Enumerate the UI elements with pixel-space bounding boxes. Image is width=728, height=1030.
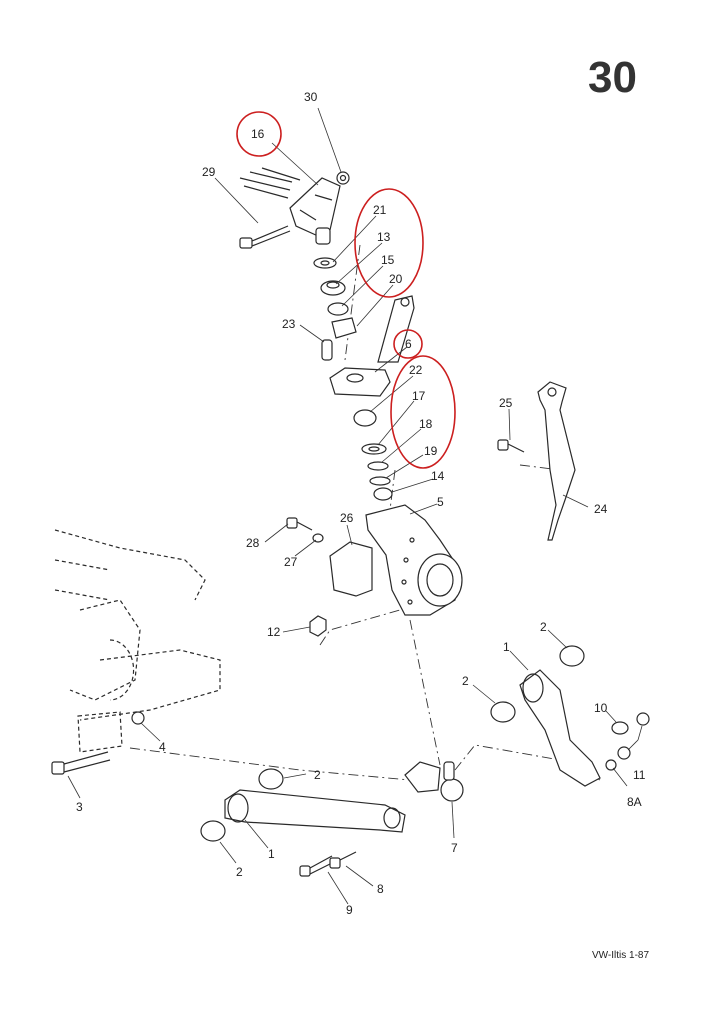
callout-20: 20 xyxy=(389,272,403,286)
callout-1-left: 1 xyxy=(268,847,275,861)
callout-24: 24 xyxy=(594,502,608,516)
lower-arm-right xyxy=(519,669,601,787)
small-parts-10-11-8a xyxy=(605,712,650,771)
callout-25: 25 xyxy=(499,396,513,410)
leader-lines xyxy=(67,107,643,905)
callout-4: 4 xyxy=(159,740,166,754)
footer-code: VW-Iltis 1-87 xyxy=(592,950,649,961)
callout-29: 29 xyxy=(202,165,216,179)
callout-19: 19 xyxy=(424,444,438,458)
steering-arm-20 xyxy=(377,295,415,363)
page-number: 30 xyxy=(588,53,637,102)
callout-28: 28 xyxy=(246,536,260,550)
steering-knuckle-5 xyxy=(365,504,463,616)
highlight-circle-6 xyxy=(393,329,423,359)
callout-11: 11 xyxy=(633,768,646,782)
callout-7: 7 xyxy=(451,841,458,855)
callout-1-right: 1 xyxy=(503,640,510,654)
screw-28 xyxy=(286,517,313,531)
tie-rod-24 xyxy=(537,381,576,541)
red-highlights xyxy=(236,111,456,469)
screw-23 xyxy=(321,339,333,361)
upper-bracket xyxy=(239,167,341,245)
callout-2-bottom: 2 xyxy=(236,865,243,879)
bushings-2 xyxy=(200,645,585,842)
nut-12 xyxy=(309,615,327,637)
lower-arm-left xyxy=(224,789,406,833)
callout-6: 6 xyxy=(405,337,412,351)
callout-8a: 8A xyxy=(627,795,642,809)
callout-13: 13 xyxy=(377,230,391,244)
highlight-group-21-13-15-20 xyxy=(354,188,424,298)
nut-30 xyxy=(336,171,350,185)
callout-18: 18 xyxy=(419,417,433,431)
callout-labels: 30 16 29 21 13 15 20 23 6 22 17 18 19 14… xyxy=(76,90,646,917)
bolt-3 xyxy=(51,751,111,775)
callout-23: 23 xyxy=(282,317,296,331)
callout-2-lower: 2 xyxy=(314,768,321,782)
callout-2-mid: 2 xyxy=(462,674,469,688)
washer-stack-lower xyxy=(353,409,393,501)
callout-16: 16 xyxy=(251,127,265,141)
callout-22: 22 xyxy=(409,363,423,377)
callout-10: 10 xyxy=(594,701,608,715)
ball-joint-7 xyxy=(404,761,464,802)
vehicle-frame xyxy=(54,529,221,753)
callout-17: 17 xyxy=(412,389,426,403)
callout-21: 21 xyxy=(373,203,387,217)
callout-12: 12 xyxy=(267,625,281,639)
highlight-circle-16 xyxy=(236,111,282,157)
dust-shield-26 xyxy=(329,541,373,597)
pivot-block-6 xyxy=(329,367,391,397)
callout-15: 15 xyxy=(381,253,395,267)
callout-5: 5 xyxy=(437,495,444,509)
washer-stack-upper xyxy=(313,257,357,339)
callout-8: 8 xyxy=(377,882,384,896)
bolt-29 xyxy=(239,225,291,249)
callout-27: 27 xyxy=(284,555,298,569)
bolt-25 xyxy=(497,439,525,453)
callout-3: 3 xyxy=(76,800,83,814)
highlight-group-22-17-18-19 xyxy=(390,355,456,469)
nut-4 xyxy=(131,711,145,725)
callout-30: 30 xyxy=(304,90,318,104)
callout-26: 26 xyxy=(340,511,354,525)
bolts-8-9 xyxy=(299,851,357,877)
callout-9: 9 xyxy=(346,903,353,917)
callout-2-top: 2 xyxy=(540,620,547,634)
callout-14: 14 xyxy=(431,469,445,483)
